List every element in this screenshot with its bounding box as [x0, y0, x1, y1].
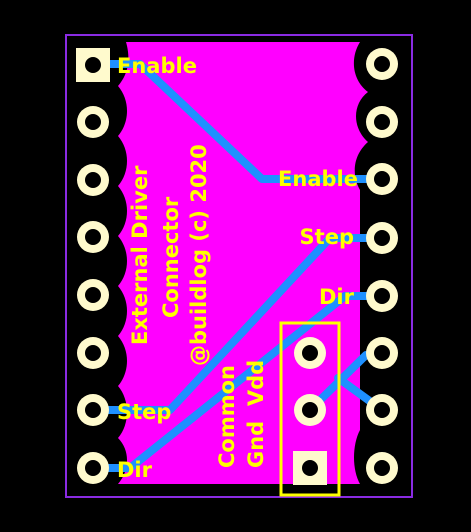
left-label-enable: Enable — [117, 54, 197, 78]
right-label-dir: Dir — [319, 285, 355, 309]
right-label-enable: Enable — [278, 167, 358, 191]
center-text-line3: @buildlog (c) 2020 — [187, 144, 211, 366]
power-text-line2: Gnd Vdd — [244, 360, 268, 468]
left-label-step: Step — [117, 400, 171, 424]
center-text-line1: External Driver — [128, 165, 152, 345]
power-text-line1: Common — [215, 365, 239, 468]
power-header-outline — [279, 321, 341, 497]
right-label-step: Step — [300, 225, 354, 249]
board-outline — [65, 34, 413, 498]
traces — [90, 60, 386, 472]
copper-pour — [118, 42, 368, 484]
right-header — [366, 48, 398, 484]
left-label-dir: Dir — [117, 458, 153, 482]
left-header — [76, 48, 110, 484]
trace-enable — [90, 60, 386, 183]
trace-dir — [90, 292, 386, 472]
center-text-line2: Connector — [159, 196, 183, 318]
square-pad-icon — [76, 48, 110, 82]
power-header — [279, 321, 341, 497]
trace-step — [90, 234, 386, 414]
